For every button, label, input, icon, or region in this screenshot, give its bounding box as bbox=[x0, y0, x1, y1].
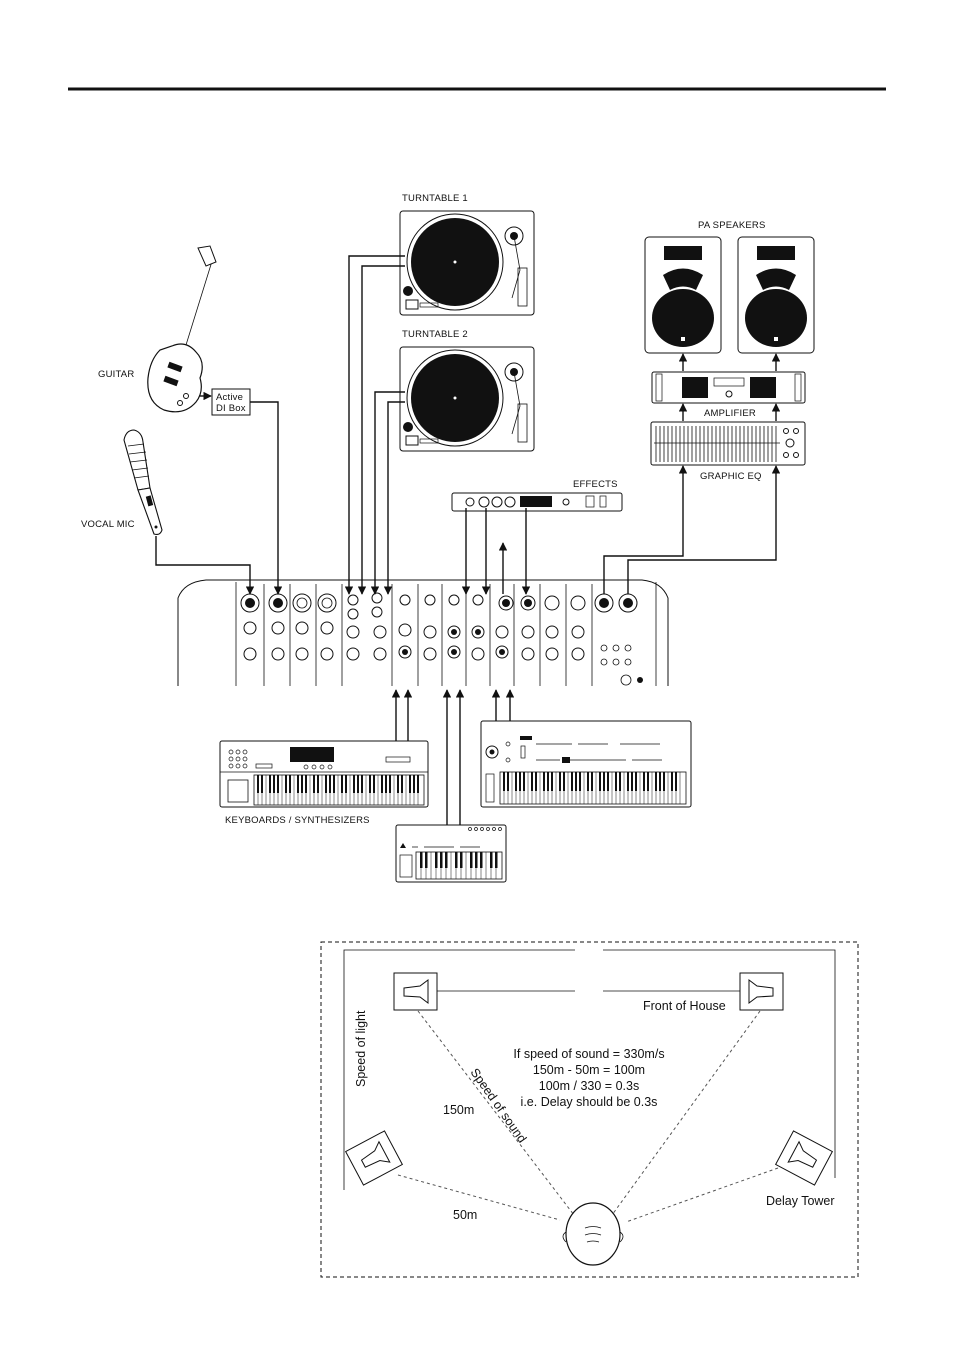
amplifier: AMPLIFIER bbox=[652, 372, 805, 419]
pa-speakers-label: PA SPEAKERS bbox=[698, 220, 766, 231]
effects-label: EFFECTS bbox=[573, 479, 618, 490]
effects-unit: EFFECTS bbox=[452, 479, 622, 511]
calc-line-1: If speed of sound = 330m/s bbox=[513, 1047, 664, 1061]
di-box: Active DI Box bbox=[212, 389, 250, 415]
mixer-console bbox=[178, 580, 668, 686]
graphic-eq: GRAPHIC EQ bbox=[651, 422, 805, 482]
turntable-2: TURNTABLE 2 bbox=[400, 329, 534, 451]
guitar-label: GUITAR bbox=[98, 369, 134, 380]
keyboard-synth-3 bbox=[396, 825, 506, 882]
keyboards-label: KEYBOARDS / SYNTHESIZERS bbox=[225, 815, 370, 826]
di-box-line2: DI Box bbox=[216, 403, 246, 414]
vocal-mic-label: VOCAL MIC bbox=[81, 519, 135, 530]
keyboard-synth-1: KEYBOARDS / SYNTHESIZERS bbox=[220, 741, 428, 826]
delay-speaker-left bbox=[346, 1131, 403, 1185]
delay-tower-label: Delay Tower bbox=[766, 1194, 835, 1208]
distance-150m-label: 150m bbox=[443, 1103, 474, 1117]
turntable-1: TURNTABLE 1 bbox=[400, 193, 534, 315]
turntable-2-label: TURNTABLE 2 bbox=[402, 329, 468, 340]
calc-line-3: 100m / 330 = 0.3s bbox=[539, 1079, 639, 1093]
turntable-1-label: TURNTABLE 1 bbox=[402, 193, 468, 204]
di-box-line1: Active bbox=[216, 392, 243, 403]
delay-tower-diagram: Front of House Delay Tower Speed of ligh… bbox=[321, 942, 858, 1277]
foh-speaker-left bbox=[394, 973, 437, 1010]
distance-50m-label: 50m bbox=[453, 1208, 477, 1222]
calc-line-4: i.e. Delay should be 0.3s bbox=[521, 1095, 658, 1109]
graphic-eq-label: GRAPHIC EQ bbox=[700, 471, 762, 482]
calc-line-2: 150m - 50m = 100m bbox=[533, 1063, 645, 1077]
amplifier-label: AMPLIFIER bbox=[704, 408, 756, 419]
keyboard-synth-2 bbox=[481, 721, 691, 807]
guitar: GUITAR bbox=[98, 246, 216, 412]
vocal-mic: VOCAL MIC bbox=[81, 430, 162, 535]
foh-speaker-right bbox=[740, 973, 783, 1010]
front-of-house-label: Front of House bbox=[643, 999, 726, 1013]
delay-speaker-right bbox=[776, 1131, 833, 1185]
pa-speakers: PA SPEAKERS bbox=[645, 220, 814, 353]
speed-of-light-label: Speed of light bbox=[354, 1010, 368, 1087]
